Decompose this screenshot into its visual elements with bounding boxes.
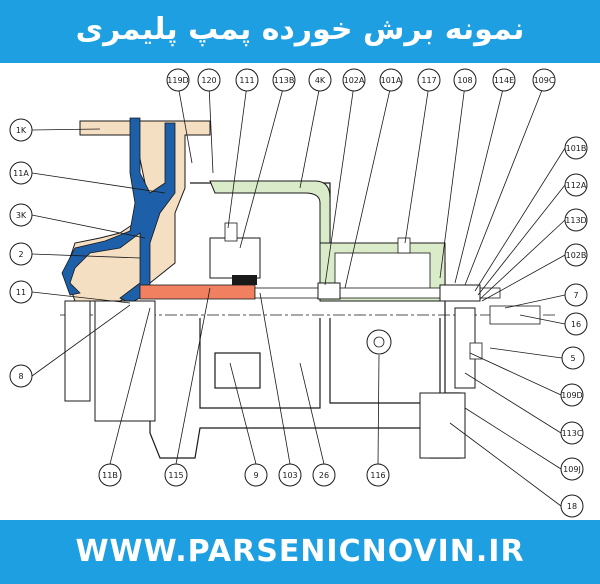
svg-text:119D: 119D bbox=[167, 76, 188, 85]
svg-text:113C: 113C bbox=[562, 429, 583, 438]
callout-26: 26 bbox=[299, 362, 336, 487]
banner-title: نمونه برش خورده پمپ پلیمری bbox=[75, 12, 525, 47]
svg-text:117: 117 bbox=[421, 76, 436, 85]
suction-flange bbox=[64, 300, 91, 402]
callout-9: 9 bbox=[229, 362, 268, 487]
svg-text:16: 16 bbox=[571, 320, 581, 329]
callout-120: 120 bbox=[197, 68, 221, 174]
svg-text:18: 18 bbox=[567, 502, 577, 511]
callout-11: 11 bbox=[9, 280, 131, 304]
shaft bbox=[254, 287, 501, 299]
svg-text:108: 108 bbox=[457, 76, 472, 85]
callout-116: 116 bbox=[366, 354, 390, 487]
callout-115: 115 bbox=[164, 287, 211, 487]
svg-text:26: 26 bbox=[319, 471, 329, 480]
svg-text:4K: 4K bbox=[315, 76, 326, 85]
callout-113D: 113D bbox=[479, 208, 588, 300]
svg-text:113B: 113B bbox=[274, 76, 295, 85]
svg-text:103: 103 bbox=[282, 471, 297, 480]
casing-foot bbox=[94, 300, 156, 422]
callout-114E: 114E bbox=[454, 68, 516, 284]
callout-11B: 11B bbox=[98, 307, 151, 487]
adjusting-nut bbox=[469, 342, 483, 360]
callout-102A: 102A bbox=[324, 68, 366, 286]
callout-18: 18 bbox=[449, 422, 584, 518]
callout-5: 5 bbox=[489, 346, 585, 370]
svg-text:7: 7 bbox=[573, 291, 578, 300]
callout-102B: 102B bbox=[481, 243, 588, 302]
callout-112A: 112A bbox=[477, 173, 588, 296]
callout-101B: 101B bbox=[474, 136, 588, 292]
svg-text:9: 9 bbox=[253, 471, 258, 480]
svg-text:109C: 109C bbox=[534, 76, 555, 85]
callout-119D: 119D bbox=[166, 68, 193, 164]
svg-text:111: 111 bbox=[239, 76, 254, 85]
url-banner: WWW.PARSENICNOVIN.IR bbox=[0, 520, 600, 584]
support-foot bbox=[419, 392, 466, 459]
callout-109J: 109J bbox=[464, 407, 584, 481]
callout-113B: 113B bbox=[239, 68, 296, 249]
seal-gland bbox=[224, 222, 238, 242]
title-banner: نمونه برش خورده پمپ پلیمری bbox=[0, 0, 600, 63]
callout-16: 16 bbox=[519, 312, 588, 336]
inboard-bearing bbox=[317, 282, 341, 300]
svg-text:102B: 102B bbox=[566, 251, 587, 260]
oil-vent bbox=[397, 237, 411, 254]
callout-3K: 3K bbox=[9, 203, 146, 239]
callout-11A: 11A bbox=[9, 161, 166, 194]
svg-text:113D: 113D bbox=[565, 216, 586, 225]
website-url[interactable]: WWW.PARSENICNOVIN.IR bbox=[75, 534, 525, 569]
mechanical-seal bbox=[209, 237, 261, 279]
callout-4K: 4K bbox=[299, 68, 332, 189]
svg-text:3K: 3K bbox=[16, 211, 27, 220]
svg-text:102A: 102A bbox=[344, 76, 365, 85]
callout-103: 103 bbox=[259, 292, 302, 487]
callout-117: 117 bbox=[404, 68, 441, 244]
svg-text:101B: 101B bbox=[566, 144, 587, 153]
callout-1K: 1K bbox=[9, 118, 101, 142]
callout-2: 2 bbox=[9, 242, 141, 266]
svg-text:1K: 1K bbox=[16, 126, 27, 135]
svg-text:11A: 11A bbox=[13, 169, 29, 178]
shaft-sleeve bbox=[139, 284, 256, 300]
svg-text:109J: 109J bbox=[563, 465, 581, 474]
svg-text:115: 115 bbox=[168, 471, 183, 480]
svg-text:116: 116 bbox=[370, 471, 385, 480]
svg-text:101A: 101A bbox=[381, 76, 402, 85]
svg-text:120: 120 bbox=[201, 76, 216, 85]
callout-109C: 109C bbox=[464, 68, 556, 286]
callout-108: 108 bbox=[439, 68, 477, 279]
callout-8: 8 bbox=[9, 304, 131, 388]
pump-cutaway-diagram: 119D 120 111 113B 4K 102A 101A 117 bbox=[9, 68, 588, 518]
svg-text:11: 11 bbox=[16, 288, 26, 297]
outboard-bearing bbox=[439, 284, 481, 302]
callout-7: 7 bbox=[504, 283, 588, 309]
shaft-end bbox=[489, 305, 541, 325]
callout-101A: 101A bbox=[344, 68, 403, 289]
oil-sight-glass bbox=[366, 329, 392, 355]
svg-text:109D: 109D bbox=[561, 391, 582, 400]
callout-109D: 109D bbox=[469, 352, 584, 407]
svg-text:112A: 112A bbox=[566, 181, 587, 190]
seal-spring bbox=[232, 275, 257, 285]
svg-text:11B: 11B bbox=[102, 471, 118, 480]
svg-text:2: 2 bbox=[18, 250, 23, 259]
svg-text:5: 5 bbox=[570, 354, 575, 363]
callout-111: 111 bbox=[227, 68, 259, 229]
bearing-frame-outline bbox=[149, 182, 461, 459]
svg-text:114E: 114E bbox=[494, 76, 514, 85]
bearing-cap-inner bbox=[334, 252, 431, 294]
callout-113C: 113C bbox=[464, 372, 584, 445]
svg-text:8: 8 bbox=[18, 372, 23, 381]
